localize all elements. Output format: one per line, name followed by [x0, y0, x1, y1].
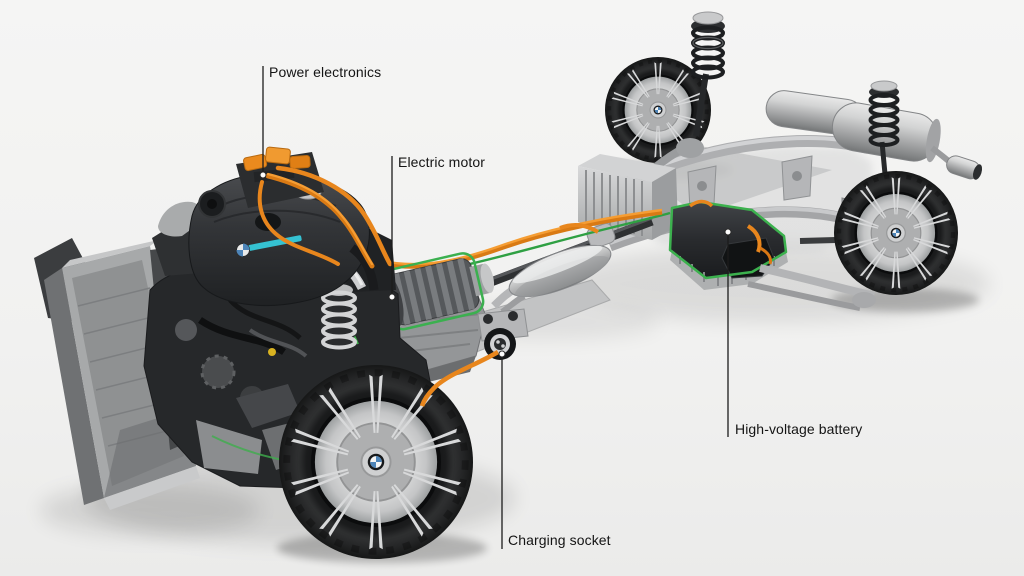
label-high-voltage-battery: High-voltage battery [735, 421, 863, 437]
exhaust-tip [946, 155, 983, 180]
front-wheel [279, 365, 473, 559]
rear-left-suspension-strut [691, 11, 725, 137]
oil-cap [268, 348, 276, 356]
charging-cable [419, 350, 500, 407]
edrive-accent-stripe [248, 235, 302, 251]
rear-muffler [765, 90, 957, 169]
label-power-electronics: Power electronics [269, 64, 382, 80]
rear-right-wheel [834, 171, 958, 295]
label-electric-motor: Electric motor [398, 154, 485, 170]
label-charging-socket: Charging socket [508, 532, 611, 548]
rear-control-arms [747, 264, 876, 311]
leader-lines [262, 66, 729, 549]
electric-motor [381, 252, 495, 331]
hv-cables-front [257, 165, 393, 269]
leader-dots [259, 171, 732, 358]
charging-socket [419, 308, 529, 407]
